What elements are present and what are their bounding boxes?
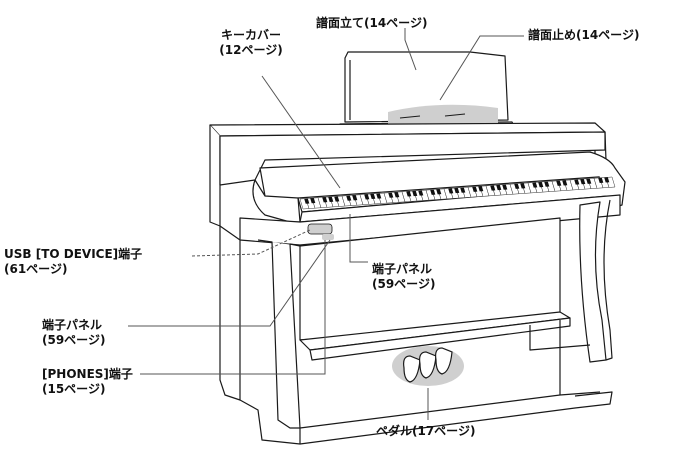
black-key xyxy=(586,178,592,184)
right-leg xyxy=(579,201,607,363)
black-key xyxy=(430,189,436,195)
phones-jack-highlight xyxy=(322,234,334,240)
black-key xyxy=(460,187,466,193)
callout-key-cover xyxy=(261,75,341,189)
black-key xyxy=(514,183,520,189)
label-terminal-panel-left: 端子パネル (59ページ) xyxy=(42,318,105,348)
black-key xyxy=(448,188,454,194)
black-key xyxy=(598,177,604,183)
black-key xyxy=(304,198,310,204)
label-phones-name: [PHONES]端子 xyxy=(42,367,133,381)
label-terminal-panel-left-page: (59ページ) xyxy=(42,333,106,347)
label-terminal-panel-left-name: 端子パネル xyxy=(42,318,103,332)
black-key xyxy=(394,192,400,198)
black-key xyxy=(352,195,358,201)
black-key xyxy=(574,179,580,185)
black-key xyxy=(310,198,316,204)
black-key xyxy=(604,177,610,183)
callout-usb xyxy=(191,229,311,257)
keyboard-keys xyxy=(299,176,616,210)
label-music-rest: 譜面立て(14ページ) xyxy=(316,16,428,30)
label-usb-name: USB [TO DEVICE]端子 xyxy=(4,247,143,261)
black-key xyxy=(472,186,478,192)
label-phones: [PHONES]端子 (15ページ) xyxy=(42,367,133,397)
black-key xyxy=(502,184,508,190)
callout-panel-left xyxy=(128,239,331,327)
label-terminal-panel-right: 端子パネル (59ページ) xyxy=(372,262,435,292)
black-key xyxy=(532,182,538,188)
black-key xyxy=(376,193,382,199)
label-key-cover: キーカバー (12ページ) xyxy=(206,28,296,58)
label-terminal-panel-right-page: (59ページ) xyxy=(372,277,436,291)
callout-panel-right xyxy=(349,214,368,263)
black-key xyxy=(436,189,442,195)
black-key xyxy=(388,192,394,198)
label-terminal-panel-right-name: 端子パネル xyxy=(372,262,433,276)
music-clips-highlight xyxy=(388,104,498,127)
black-key xyxy=(364,194,370,200)
callout-phones xyxy=(140,240,326,375)
black-key xyxy=(346,195,352,201)
callout-music-rest xyxy=(404,28,417,71)
label-music-clips: 譜面止め(14ページ) xyxy=(528,28,640,42)
callout-music-clips xyxy=(439,35,524,101)
label-pedals: ペダル(17ページ) xyxy=(376,424,476,438)
label-key-cover-page: (12ページ) xyxy=(219,43,283,57)
black-key xyxy=(538,181,544,188)
black-key xyxy=(496,184,502,191)
label-phones-page: (15ページ) xyxy=(42,382,106,396)
black-key xyxy=(454,187,460,194)
black-key xyxy=(322,197,328,203)
black-key xyxy=(418,190,424,196)
black-key xyxy=(562,180,568,186)
black-key xyxy=(406,191,412,197)
usb-port-highlight xyxy=(307,223,333,235)
music-rest xyxy=(344,51,509,123)
black-key xyxy=(580,178,586,185)
black-key xyxy=(490,185,496,191)
left-leg xyxy=(257,239,301,429)
black-key xyxy=(334,196,340,202)
black-key xyxy=(370,193,376,200)
black-key xyxy=(556,180,562,186)
black-key xyxy=(328,196,334,203)
black-key xyxy=(478,186,484,192)
black-key xyxy=(520,183,526,189)
label-key-cover-name: キーカバー xyxy=(220,28,281,42)
pedals xyxy=(403,347,453,383)
black-key xyxy=(544,181,550,187)
label-usb-page: (61ページ) xyxy=(4,262,68,276)
black-key xyxy=(412,190,418,197)
label-usb: USB [TO DEVICE]端子 (61ページ) xyxy=(4,247,142,277)
